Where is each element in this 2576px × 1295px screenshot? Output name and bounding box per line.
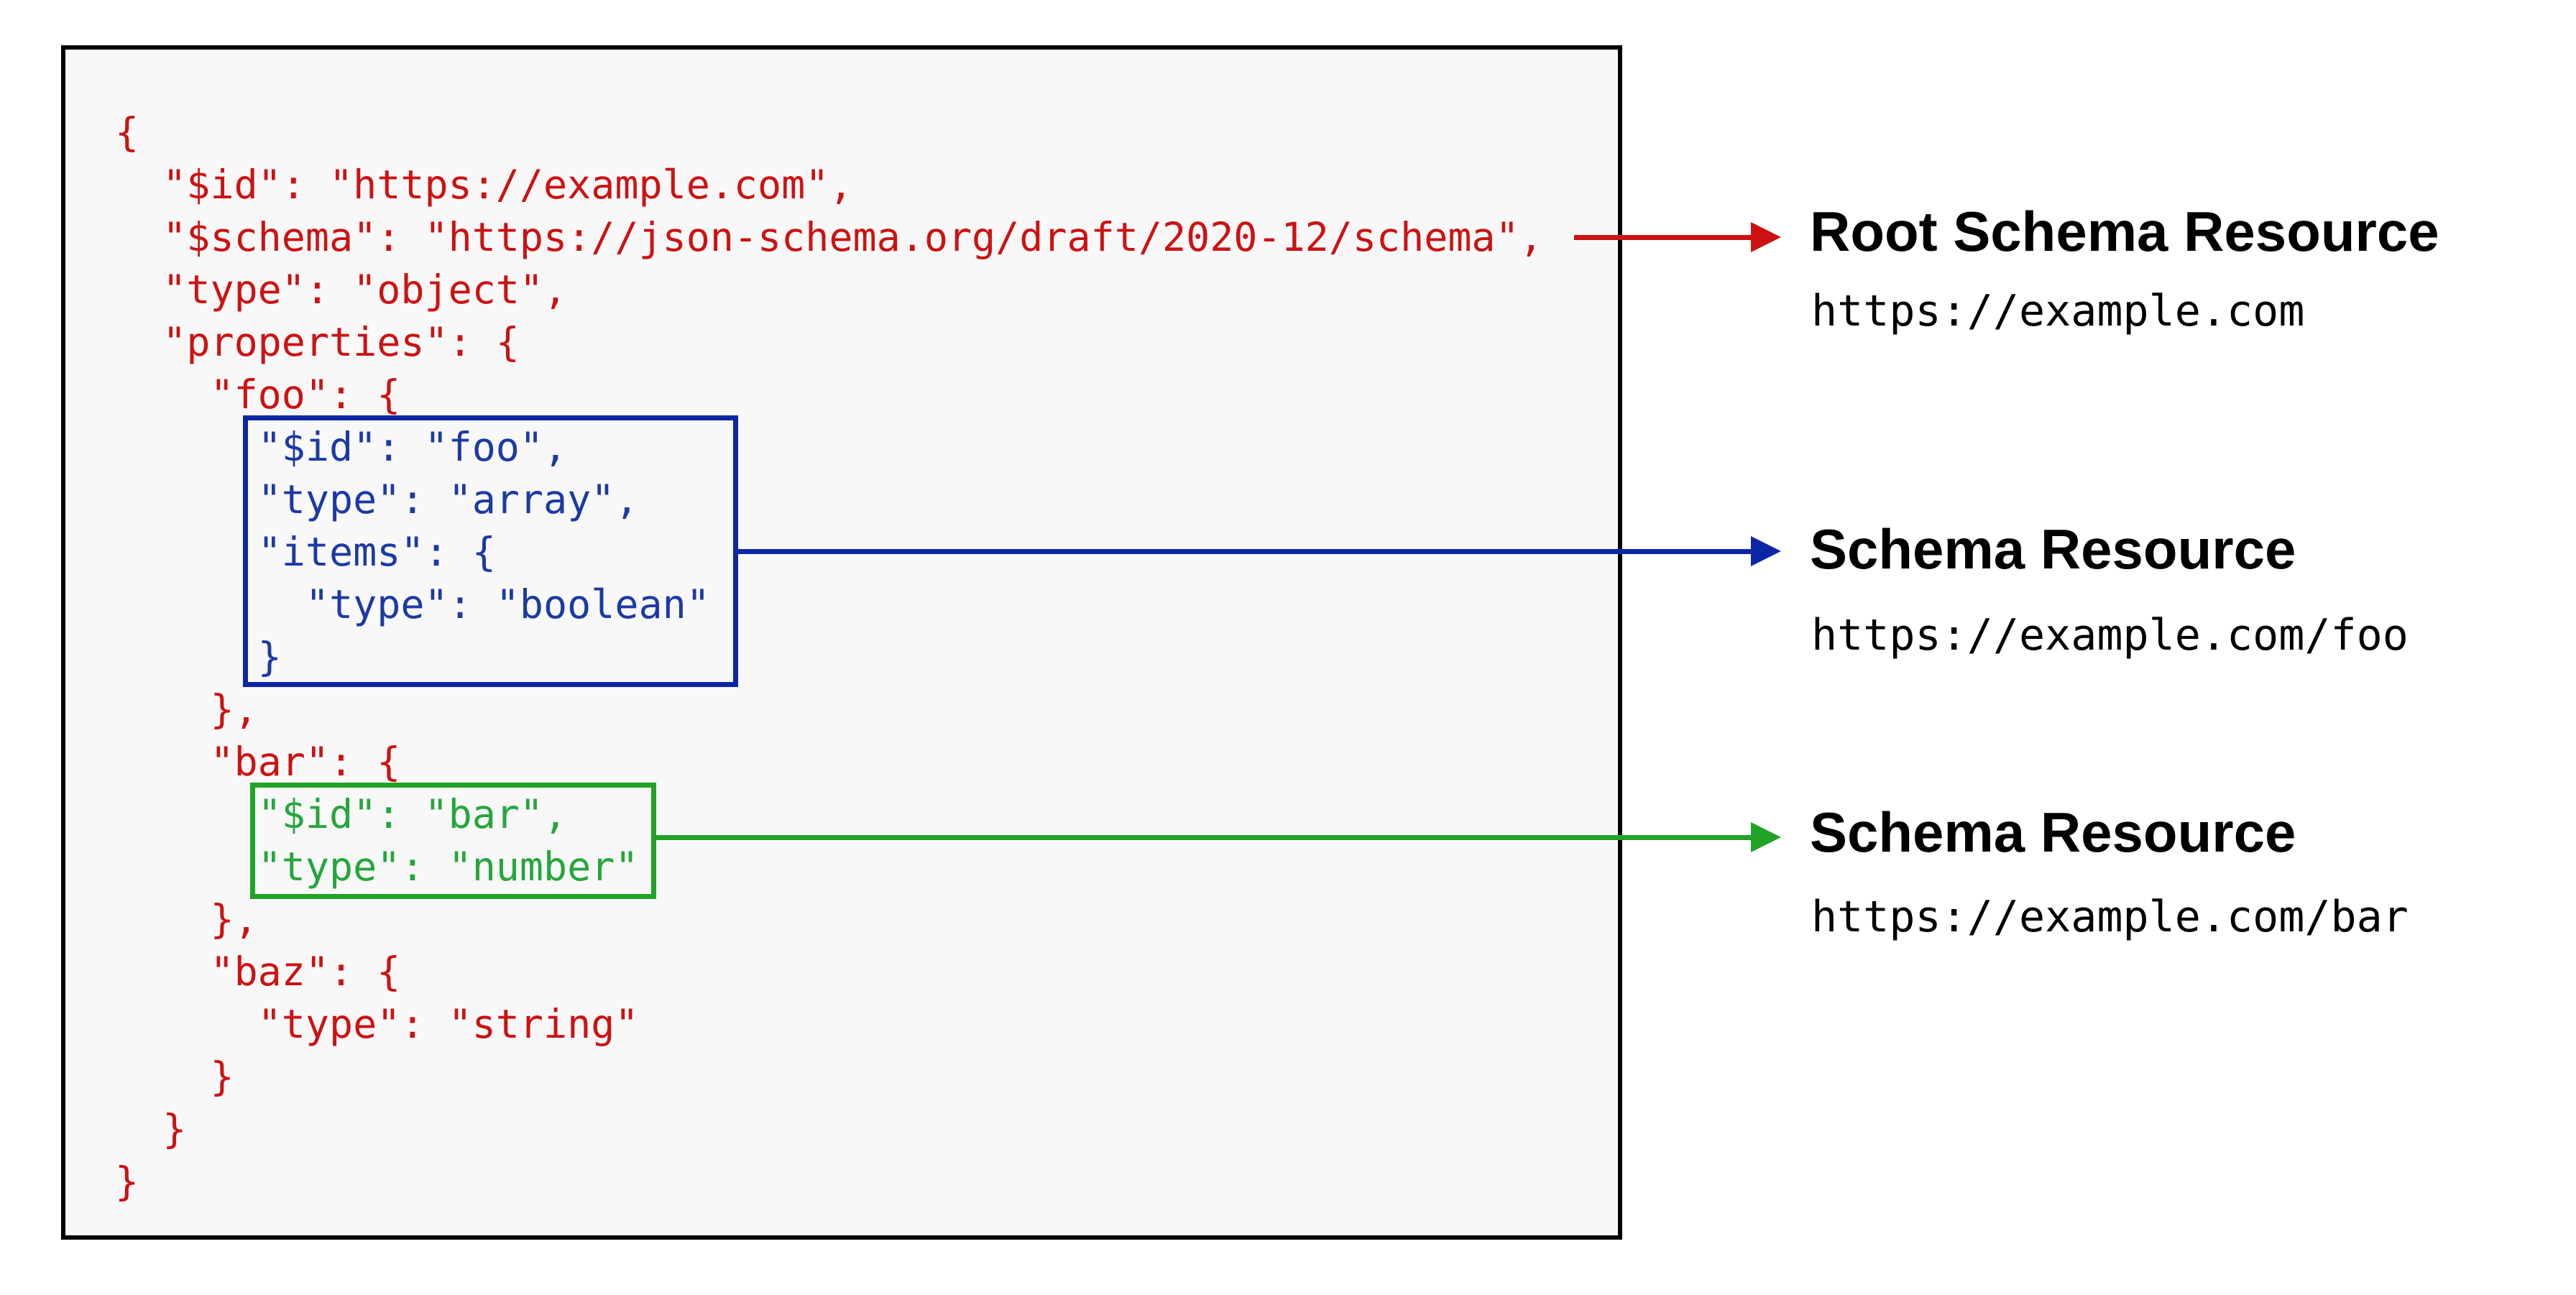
foo-schema-highlight-box [243, 415, 738, 687]
code-line: "type": "number" [115, 844, 639, 890]
foo-schema-resource-url: https://example.com/foo [1811, 610, 2409, 660]
code-line: "items": { [115, 529, 496, 575]
code-line: "properties": { [115, 319, 520, 365]
code-line: }, [115, 896, 258, 942]
bar-schema-arrowhead-icon [1751, 822, 1781, 852]
code-line: "bar": { [115, 739, 401, 785]
code-line: { [115, 109, 139, 155]
code-line: "type": "boolean" [115, 581, 710, 627]
bar-schema-resource-url: https://example.com/bar [1811, 892, 2409, 942]
foo-schema-resource-title: Schema Resource [1810, 517, 2296, 581]
root-schema-arrowhead-icon [1751, 222, 1781, 252]
code-line: "$id": "foo", [115, 424, 568, 470]
code-line: } [115, 1054, 234, 1100]
root-schema-arrow-line [1574, 235, 1754, 240]
code-line: } [115, 1106, 187, 1152]
foo-schema-arrow-line [738, 549, 1754, 554]
schema-code-block: { "$id": "https://example.com", "$schema… [115, 106, 1543, 1208]
foo-schema-arrowhead-icon [1751, 536, 1781, 566]
code-line: "$id": "https://example.com", [115, 162, 853, 208]
code-line: } [115, 634, 282, 680]
code-line: "type": "string" [115, 1001, 639, 1047]
code-line: "foo": { [115, 372, 401, 418]
code-line: "$schema": "https://json-schema.org/draf… [115, 214, 1543, 260]
schema-code-panel [61, 45, 1622, 1240]
code-line: "type": "object", [115, 267, 568, 313]
code-line: } [115, 1158, 139, 1204]
bar-schema-resource-title: Schema Resource [1810, 801, 2296, 864]
root-schema-resource-title: Root Schema Resource [1810, 200, 2439, 263]
bar-schema-highlight-box [250, 783, 656, 899]
code-line: }, [115, 686, 258, 732]
code-line: "type": "array", [115, 476, 639, 522]
root-schema-resource-url: https://example.com [1811, 286, 2305, 336]
code-line: "baz": { [115, 949, 401, 995]
code-line: "$id": "bar", [115, 791, 568, 837]
bar-schema-arrow-line [656, 835, 1754, 840]
